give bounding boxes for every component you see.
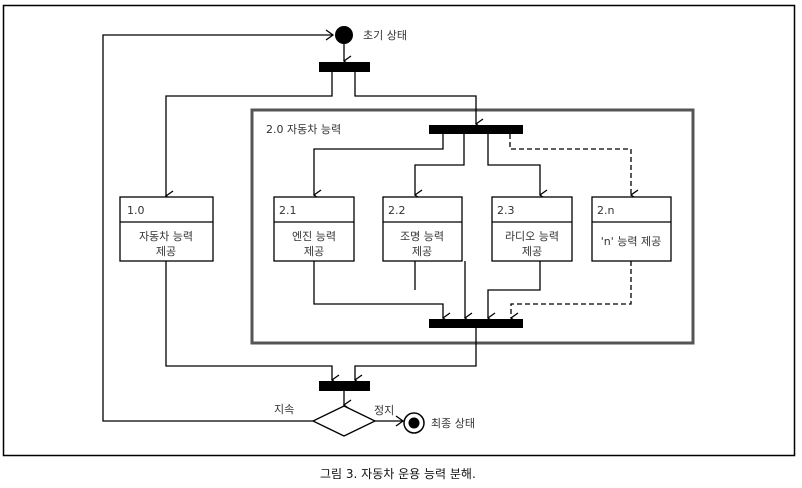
edge-fork-to-group [354,72,484,130]
edge-2-3-to-join-a [486,261,541,324]
initial-state-node [335,26,353,44]
group-box-2-0 [250,108,695,345]
activity-name-line2: 제공 [304,245,324,258]
edge-to-2-n [509,134,639,201]
activity-name-line1: 조명 능력 [400,230,444,243]
figure-frame [2,4,796,457]
edge-to-2-3 [487,134,548,201]
activity-2-2: 2.2 조명 능력 제공 [382,196,463,262]
initial-state-label: 초기 상태 [363,29,407,42]
decision-node [311,405,377,437]
activity-id: 2.2 [388,204,406,217]
activity-2-1: 2.1 엔진 능력 제공 [273,196,355,262]
activity-name-line2: 제공 [412,245,432,258]
activity-name-line1: 자동차 능력 [139,230,193,243]
activity-name-line1: 엔진 능력 [292,230,336,243]
activity-1-0: 1.0 자동차 능력 제공 [119,196,214,262]
figure-caption: 그림 3. 자동차 운용 능력 분해. [320,467,476,481]
activity-name-line2: 제공 [522,245,542,258]
edge-2-n-to-join [509,261,632,324]
group-label: 2.0 자동차 능력 [266,123,341,136]
activity-name-line2: 제공 [156,245,176,258]
activity-id: 1.0 [127,204,145,217]
stop-label: 정지 [374,404,394,417]
fork-bar-1 [319,62,370,72]
activity-name-line1: 라디오 능력 [505,230,559,243]
final-state-label: 최종 상태 [431,417,475,430]
activity-2-3: 2.3 라디오 능력 제공 [491,196,573,262]
join-bar-1 [319,381,370,391]
edge-to-2-2 [413,134,465,201]
fork-bar-2 [429,125,523,134]
activity-id: 2.n [597,204,614,217]
activity-name-line1: 'n' 능력 제공 [601,235,662,248]
edge-fork-to-1-0 [164,72,333,202]
join-bar-2 [429,319,523,328]
final-state-node [403,412,425,434]
activity-id: 2.1 [279,204,297,217]
edge-1-0-to-join [165,261,340,386]
activity-2-n: 2.n 'n' 능력 제공 [591,196,672,262]
edge-to-2-1 [312,134,444,201]
edge-group-to-join [353,328,477,386]
activity-id: 2.3 [497,204,515,217]
continue-label: 지속 [274,403,294,416]
edge-continue-loop [102,29,335,422]
edge-2-1-to-join [313,261,451,324]
